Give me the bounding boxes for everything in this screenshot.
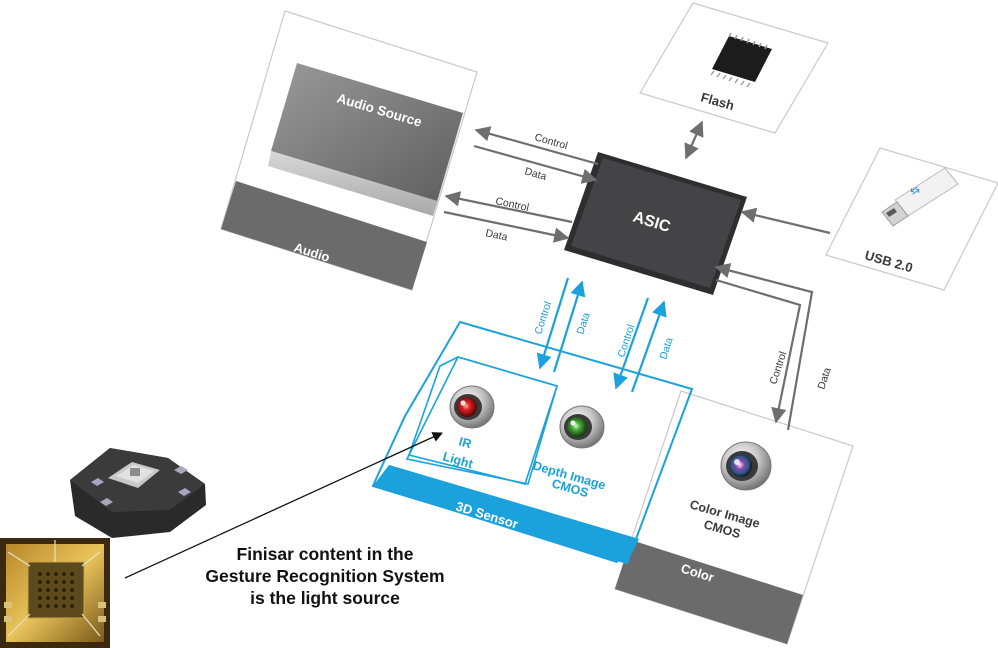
audio-control-label-upper: Control — [533, 131, 569, 152]
color-panel: Color Color Image CMOS — [614, 390, 854, 645]
depth-camera-icon — [559, 405, 605, 449]
usb-panel: ⇆ USB 2.0 — [825, 147, 998, 291]
usb-asic-arrow — [740, 207, 831, 235]
emitter-package-photo — [70, 448, 206, 538]
audio-control-arrow-upper — [474, 126, 599, 166]
audio-data-label-lower: Data — [484, 227, 508, 243]
audio-data-arrow-lower — [443, 210, 570, 243]
audio-source-block: Audio Source — [268, 63, 463, 216]
flash-asic-arrow — [684, 120, 704, 160]
vcsel-die-photo — [0, 538, 110, 648]
audio-data-arrow-upper — [473, 144, 598, 184]
ir-data-arrow — [552, 280, 586, 373]
depth-data-label: Data — [657, 336, 675, 361]
color-data-arrow — [714, 263, 814, 431]
ir-control-arrow — [536, 277, 570, 370]
pointer-arrow — [124, 432, 443, 579]
ir-light-label-line1: IR — [457, 434, 473, 451]
asic-chip: ASIC — [564, 152, 747, 295]
audio-data-label-upper: Data — [523, 165, 548, 183]
audio-control-arrow-lower — [444, 191, 573, 224]
color-data-label: Data — [815, 366, 833, 391]
ir-data-label: Data — [574, 311, 592, 336]
color-camera-icon — [720, 441, 772, 491]
depth-control-arrow — [613, 297, 650, 390]
depth-data-arrow — [630, 300, 667, 393]
finisar-caption: Finisar content in the Gesture Recogniti… — [205, 544, 445, 608]
color-asic-arrows — [714, 263, 814, 431]
ir-light-icon — [449, 385, 495, 429]
ir-light-box — [405, 356, 559, 485]
color-control-arrow — [715, 278, 802, 424]
sensor-asic-arrows — [536, 277, 667, 393]
flash-panel: Flash — [639, 2, 829, 134]
flash-chip-icon — [710, 32, 772, 88]
audio-asic-arrows — [443, 126, 599, 243]
sensor-3d-panel: 3D Sensor IR Light Depth Image CMOS — [371, 320, 694, 565]
depth-control-label: Control — [615, 323, 637, 359]
ir-light-label-line2: Light — [441, 449, 475, 471]
audio-control-label-lower: Control — [494, 195, 530, 214]
usb-stick-icon: ⇆ — [881, 167, 959, 227]
